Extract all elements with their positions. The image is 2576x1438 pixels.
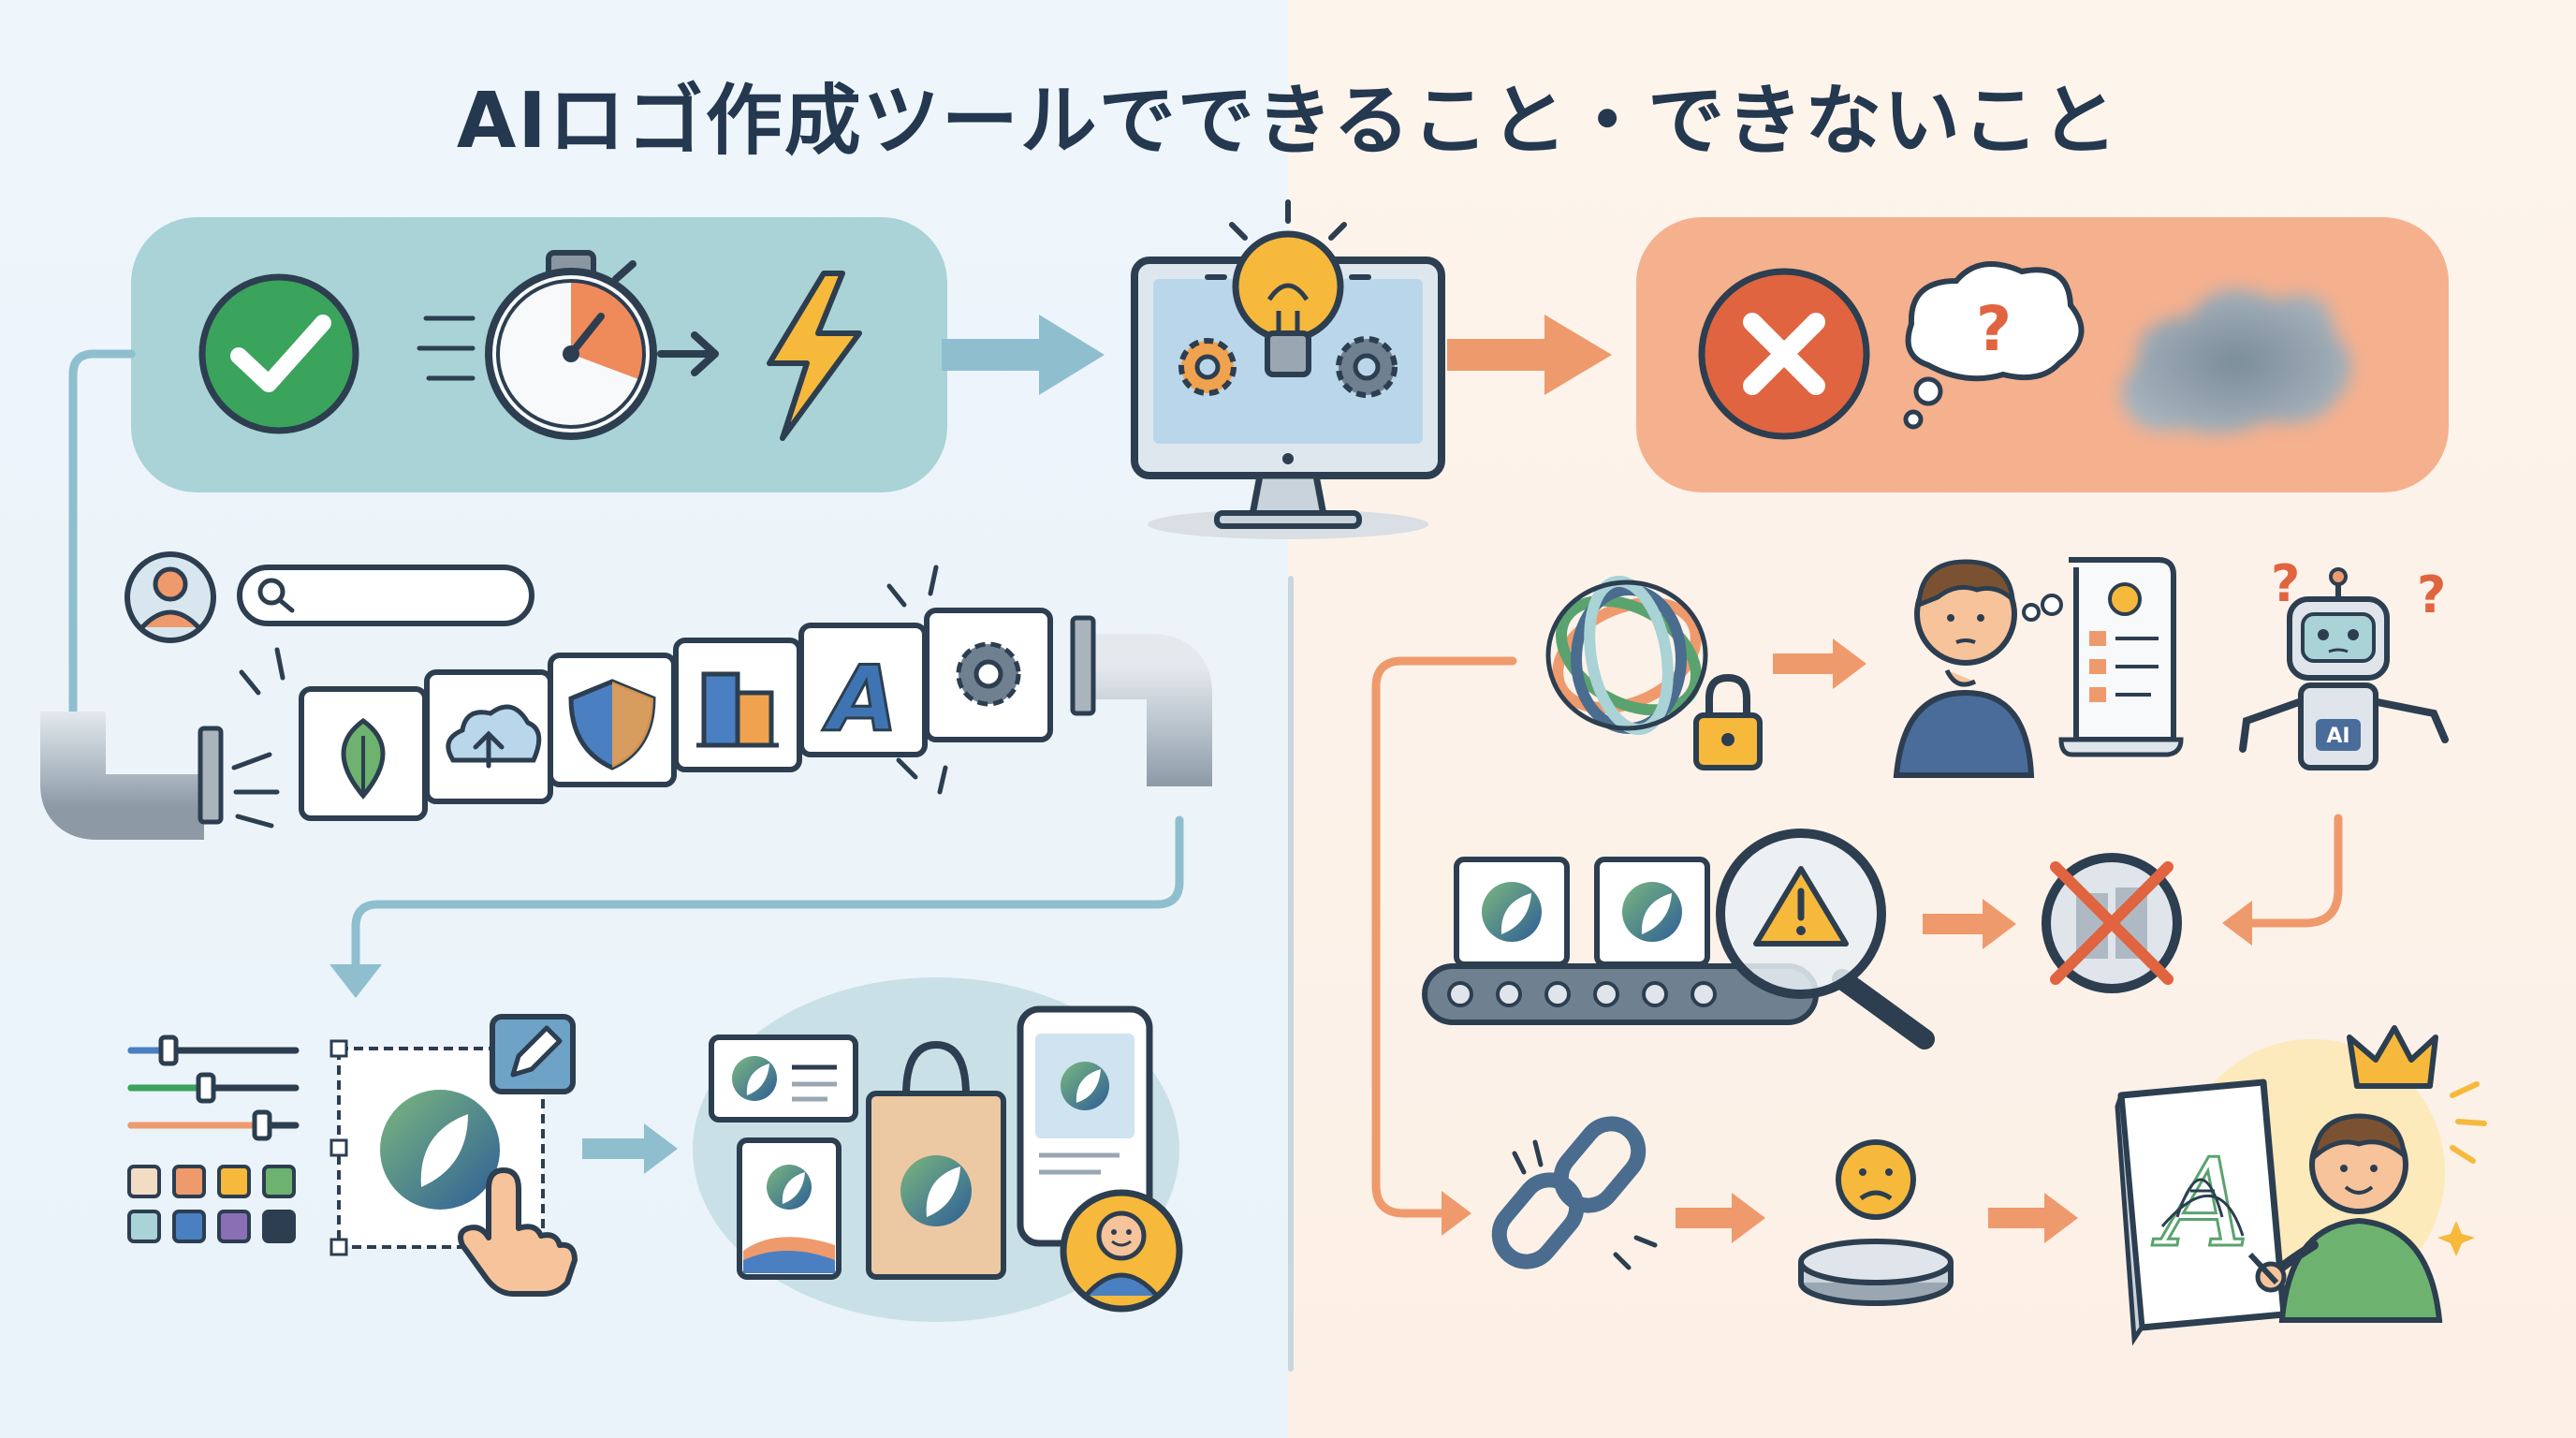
logo-tiles: A — [299, 608, 1053, 821]
question-mark: ? — [2271, 554, 2300, 613]
broken-chain-icon — [1491, 1116, 1658, 1270]
right-flow-line — [1371, 656, 2343, 1218]
building-logo-icon — [673, 638, 802, 772]
flow-arrowhead — [329, 964, 382, 998]
tote-bag-icon — [866, 1040, 1006, 1280]
poster-icon — [737, 1137, 842, 1280]
can-do-panel — [131, 217, 947, 492]
flow-arrow-r1 — [1773, 638, 1866, 689]
confused-robot-icon: AI ? ? — [2239, 554, 2449, 770]
conveyor-belt-icon — [1422, 857, 1819, 1025]
designer-with-sketch-icon: A — [2115, 1078, 2443, 1346]
document-icon — [2058, 557, 2184, 757]
smiley-avatar-icon — [1060, 1189, 1183, 1313]
flow-arrow-r2 — [1923, 899, 2016, 949]
flow-arrow-r3 — [1676, 1193, 1765, 1243]
pedestal-icon — [1798, 1239, 1954, 1306]
check-icon — [198, 273, 359, 434]
monitor-icon — [1131, 199, 1445, 539]
sketch-letter: A — [2152, 1132, 2249, 1274]
slider-controls-icon — [127, 1034, 300, 1141]
gear-logo-icon — [924, 608, 1053, 742]
color-palette-icon — [127, 1165, 296, 1243]
padlock-icon — [1693, 673, 1763, 770]
page-title: AIロゴ作成ツールでできること・できないこと — [456, 77, 2120, 166]
question-mark: ? — [2417, 565, 2446, 624]
gear-icon — [1178, 336, 1398, 398]
center-divider — [1288, 576, 1294, 1372]
search-bar-icon — [237, 565, 534, 626]
smartphone-icon — [1017, 1005, 1153, 1247]
magnifier-warning-icon — [1716, 829, 1935, 1049]
logo-letter: A — [822, 647, 898, 752]
blurry-cloud-icon — [2120, 288, 2351, 434]
letter-a-logo-icon: A — [798, 623, 928, 757]
left-flow-line — [68, 349, 136, 716]
question-mark: ? — [1976, 293, 2012, 365]
flow-arrow-r4 — [1988, 1193, 2078, 1243]
cloud-upload-logo-icon — [424, 669, 553, 804]
flow-arrow-mockups — [582, 1123, 678, 1174]
crossed-circle-icon — [2042, 853, 2182, 993]
tangled-rings-icon — [1545, 575, 1708, 736]
crown-icon — [2347, 1025, 2487, 1256]
user-avatar-icon — [124, 551, 216, 643]
sparkle-lines — [231, 565, 948, 829]
sad-face-icon — [1836, 1139, 1916, 1220]
cannot-do-panel: ? — [1636, 217, 2449, 492]
flow-arrow-to-monitor — [942, 315, 1105, 395]
lightning-icon — [767, 271, 862, 441]
pipe-icon — [1070, 615, 1212, 786]
cross-icon — [1698, 268, 1870, 440]
speed-lines-icon — [417, 315, 476, 381]
edit-pencil-icon — [490, 1014, 576, 1094]
stopwatch-icon — [485, 250, 657, 440]
leaf-logo-icon — [299, 686, 428, 821]
flow-arrow-to-cannot — [1447, 315, 1612, 395]
arrow-icon — [657, 331, 719, 376]
shield-logo-icon — [548, 653, 677, 787]
business-card-icon — [709, 1034, 858, 1123]
pointer-hand-icon — [458, 1167, 578, 1297]
robot-badge: AI — [2326, 725, 2349, 748]
flow-arrow-down — [351, 815, 1184, 978]
lightbulb-icon — [1205, 199, 1371, 377]
pipe-icon — [39, 712, 224, 840]
thought-dots — [2022, 594, 2063, 622]
question-bubble-icon: ? — [1903, 261, 2085, 430]
thinking-person-icon — [1893, 559, 2035, 778]
